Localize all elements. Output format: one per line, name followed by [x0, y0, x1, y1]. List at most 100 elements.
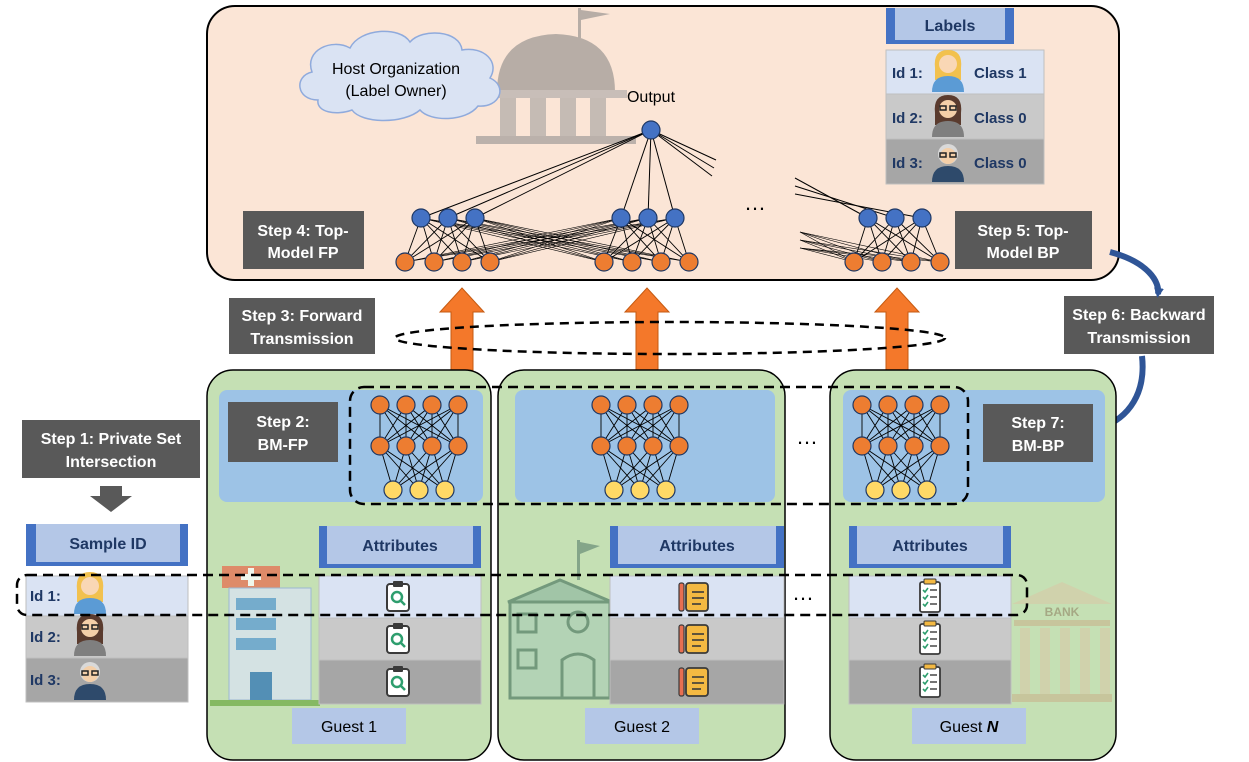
step3-box: Step 3: Forward Transmission	[229, 298, 375, 354]
forward-transmission-ellipse	[393, 320, 947, 356]
connection-line	[433, 217, 676, 263]
step2-line2: BM-FP	[258, 437, 309, 454]
input-node	[891, 480, 911, 500]
hidden-node	[611, 208, 631, 228]
host-ellipsis: …	[744, 190, 766, 215]
connection-line	[861, 404, 941, 447]
embedding-node	[480, 252, 500, 272]
hidden-node	[665, 208, 685, 228]
bottom-model-node	[669, 436, 689, 456]
step6-line1: Step 6: Backward	[1072, 307, 1205, 324]
step7-line1: Step 7:	[1011, 415, 1064, 432]
connection-line	[631, 217, 676, 263]
checklist-icon	[919, 578, 941, 613]
clipboard-search-icon	[386, 581, 410, 612]
bottom-model-node	[396, 395, 416, 415]
connection-line	[799, 239, 883, 263]
connection-line	[650, 129, 717, 161]
label-id: Id 1:	[892, 65, 923, 82]
step3-line2: Transmission	[250, 331, 353, 348]
connection-line	[613, 445, 680, 491]
sample-row	[25, 657, 189, 703]
clipboard-search-icon	[386, 666, 410, 697]
connection-line	[420, 129, 652, 219]
host-organization-label: Host Organization	[332, 61, 460, 78]
connection-line	[887, 404, 941, 447]
step6-line2: Transmission	[1087, 330, 1190, 347]
attributes-header: Attributes	[892, 538, 968, 555]
bottom-model-node	[617, 436, 637, 456]
bottom-model-node	[617, 395, 637, 415]
attributes-header: Attributes	[659, 538, 735, 555]
label-owner-label: (Label Owner)	[345, 83, 446, 100]
embedding-node	[594, 252, 614, 272]
bottom-model-node	[930, 395, 950, 415]
label-class: Class 0	[974, 110, 1027, 127]
up-arrow-icon	[623, 287, 671, 371]
label-id: Id 2:	[892, 110, 923, 127]
backward-arrow-upper	[1109, 249, 1164, 298]
input-node	[383, 480, 403, 500]
bottom-model-node	[422, 436, 442, 456]
hidden-node	[638, 208, 658, 228]
step2-box: Step 2: BM-FP	[228, 402, 338, 462]
avatar-elderly-man-icon	[74, 662, 106, 700]
connection-line	[379, 404, 459, 447]
bottom-model-node	[852, 395, 872, 415]
connection-line	[613, 445, 654, 491]
connection-line	[447, 129, 652, 219]
connection-line	[603, 217, 676, 263]
bank-sign: BANK	[1045, 605, 1080, 619]
embedding-node	[844, 252, 864, 272]
connection-line	[404, 217, 649, 263]
bottom-model-node	[643, 436, 663, 456]
connection-line	[404, 217, 449, 263]
connection-line	[404, 217, 676, 263]
sample-id: Id 1:	[30, 588, 61, 605]
guestN-name-box: Guest N	[912, 708, 1026, 744]
embedding-node	[395, 252, 415, 272]
connection-line	[650, 129, 715, 169]
notebook-pen-icon	[678, 624, 709, 654]
hidden-node	[912, 208, 932, 228]
label-class: Class 1	[974, 65, 1027, 82]
connection-line	[900, 445, 941, 491]
avatar-blonde-woman-icon	[74, 572, 106, 614]
connection-line	[874, 445, 915, 491]
cloud-shape	[299, 30, 501, 122]
input-node	[865, 480, 885, 500]
input-node	[604, 480, 624, 500]
connection-line	[867, 217, 941, 263]
avatar-glasses-woman-icon	[932, 95, 964, 137]
checklist-icon	[919, 663, 941, 698]
bottom-model-node	[448, 436, 468, 456]
forward-transmission-arrows	[438, 287, 921, 371]
sample-id: Id 3:	[30, 672, 61, 689]
bank-building-icon: BANK	[1012, 582, 1112, 702]
guestN-name: Guest N	[940, 719, 999, 736]
sample-id-header: Sample ID	[69, 536, 146, 553]
connection-line	[874, 445, 941, 491]
connection-line	[853, 217, 896, 263]
connection-line	[405, 404, 459, 447]
bottom-model-node	[591, 395, 611, 415]
connection-line	[799, 239, 912, 263]
notebook-pen-icon	[678, 667, 709, 697]
hospital-building-icon	[210, 566, 320, 706]
connection-line	[392, 445, 433, 491]
label-row	[885, 138, 1045, 185]
guestN-name-prefix: Guest	[940, 719, 987, 736]
step7-line2: BM-BP	[1012, 438, 1065, 455]
hidden-node	[858, 208, 878, 228]
bottom-model-node	[930, 436, 950, 456]
guest-ellipsis: …	[796, 424, 818, 449]
connection-line	[420, 217, 491, 263]
step1-box: Step 1: Private Set Intersection	[22, 420, 200, 478]
attribute-icons	[386, 578, 941, 698]
connection-line	[647, 129, 652, 219]
connection-line	[379, 404, 433, 447]
input-node	[917, 480, 937, 500]
bottom-model-node	[396, 436, 416, 456]
attributes-ellipsis: …	[792, 580, 814, 605]
sample-id: Id 2:	[30, 629, 61, 646]
